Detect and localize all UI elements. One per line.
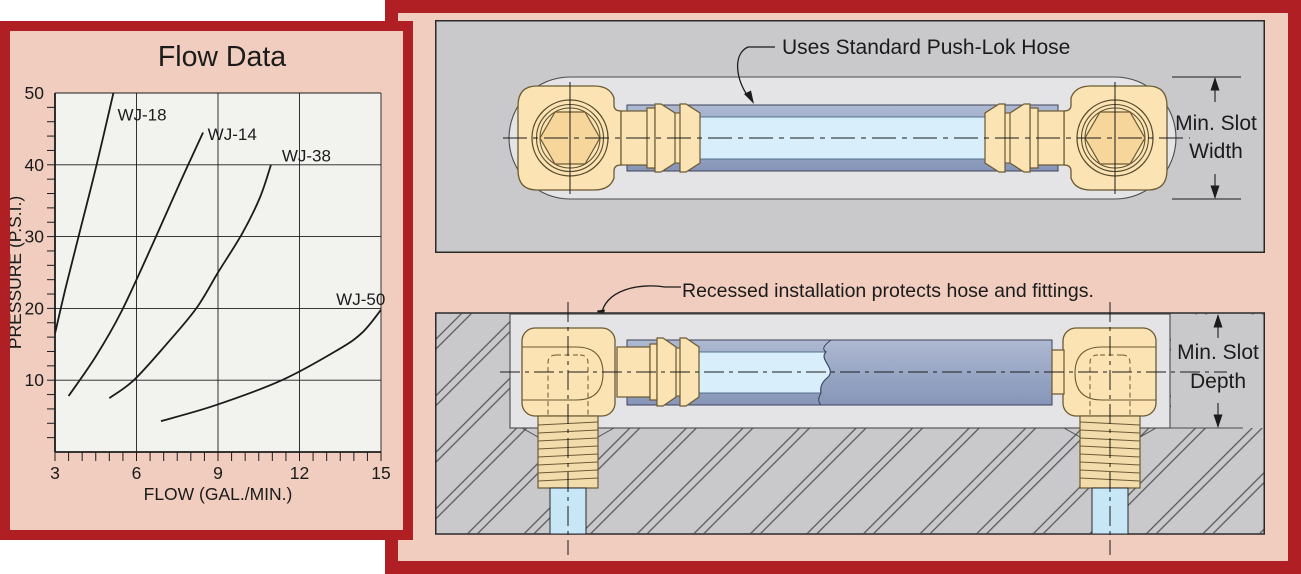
dim-arrow-down-icon <box>1210 185 1220 199</box>
top-view-drawing: Uses Standard Push-Lok Hose Min. Slot Wi… <box>435 20 1265 253</box>
top-caption-leader <box>736 46 775 104</box>
curve-label-wj-18: WJ-18 <box>117 106 166 125</box>
svg-text:9: 9 <box>213 463 223 483</box>
dim-arrow-down-icon <box>1213 414 1223 428</box>
curve-wj-14 <box>67 132 204 397</box>
svg-text:15: 15 <box>371 463 390 483</box>
chart-title: Flow Data <box>158 41 286 73</box>
curve-label-wj-38: WJ-38 <box>282 146 331 165</box>
curve-wj-18 <box>54 92 115 334</box>
curve-label-wj-50: WJ-50 <box>336 290 385 309</box>
curve-wj-50 <box>160 309 382 422</box>
slot-width-label-2: Width <box>1189 140 1243 163</box>
svg-text:PRESSURE (P.S.I.): PRESSURE (P.S.I.) <box>10 196 25 349</box>
svg-text:6: 6 <box>132 463 142 483</box>
dim-arrow-up-icon <box>1210 77 1220 91</box>
section-view-caption: Recessed installation protects hose and … <box>682 280 1094 302</box>
svg-text:10: 10 <box>25 370 45 390</box>
slot-depth-label-2: Depth <box>1190 370 1246 393</box>
svg-text:40: 40 <box>25 155 45 175</box>
svg-text:20: 20 <box>25 298 45 318</box>
svg-text:50: 50 <box>25 83 45 103</box>
leader-arrowhead-icon <box>744 90 754 104</box>
curve-wj-38 <box>108 164 272 399</box>
slot-width-label-1: Min. Slot <box>1175 112 1257 135</box>
svg-text:12: 12 <box>290 463 309 483</box>
svg-text:FLOW (GAL./MIN.): FLOW (GAL./MIN.) <box>144 484 293 504</box>
centerlines <box>500 302 1227 555</box>
dimension-block <box>1171 314 1264 428</box>
curve-label-wj-14: WJ-14 <box>208 125 257 144</box>
top-view-caption: Uses Standard Push-Lok Hose <box>782 36 1070 59</box>
slot-depth-label-1: Min. Slot <box>1177 341 1259 364</box>
section-view-drawing: Recessed installation protects hose and … <box>435 280 1265 555</box>
installation-frame: Uses Standard Push-Lok Hose Min. Slot Wi… <box>385 0 1301 574</box>
svg-text:3: 3 <box>50 463 60 483</box>
svg-text:30: 30 <box>25 227 45 247</box>
dim-arrow-up-icon <box>1213 314 1223 328</box>
